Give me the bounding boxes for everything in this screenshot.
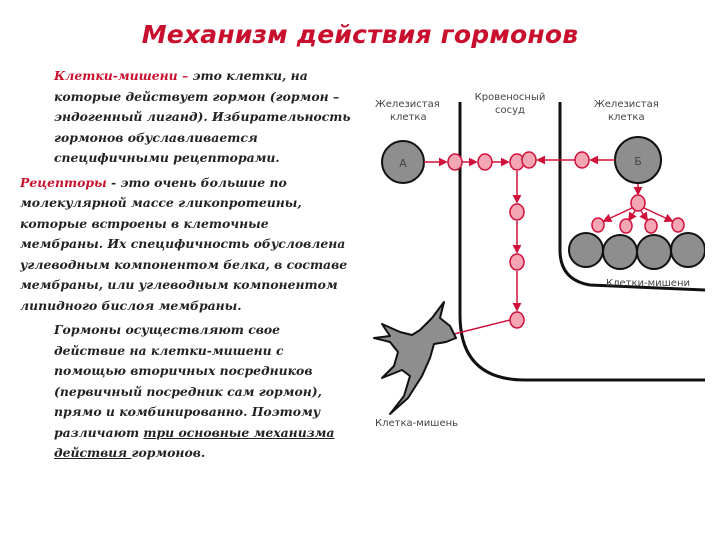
hormone-molecule [509,203,525,221]
label-target-cell-neuron: Клетка-мишень [375,418,458,429]
gland-cell-a-label: А [399,157,407,170]
hormone-action-diagram: Железистая клетка Кровеносный сосуд Желе… [373,92,705,429]
hormone-molecule [447,153,463,171]
label-vessel-2: сосуд [495,105,525,116]
hormone-molecule [619,218,633,234]
gland-cell-b-label: Б [634,155,642,168]
target-cell-4 [670,232,705,268]
mechanisms-text-end: гормонов. [131,445,206,460]
term-target-cells: Клетки-мишени – [54,68,189,83]
hormone-molecule [630,194,646,212]
hormone-molecule [591,217,605,233]
definition-target-cells: это клетки, на которые действует гормон … [54,68,351,165]
target-cell-3 [636,234,672,270]
label-gland-right-1: Железистая [594,99,659,110]
label-vessel-1: Кровеносный [475,92,546,103]
label-gland-left-2: клетка [390,112,427,123]
text-block: Клетки-мишени – это клетки, на которые д… [20,66,352,468]
hormone-molecule [574,151,590,169]
label-gland-right-2: клетка [608,112,645,123]
flow-arrow [628,210,637,222]
target-cell-2 [602,234,638,270]
hormone-molecule [521,151,537,169]
vessel-wall-right [558,102,705,292]
page-title: Механизм действия гормонов [141,20,579,49]
hormone-molecule [644,218,658,234]
paragraph-mechanisms: Гормоны осуществляют свое действие на кл… [20,320,352,464]
flow-arrow [643,207,674,223]
label-target-cells: Клетки-мишени [606,278,690,289]
label-gland-left-1: Железистая [375,99,440,110]
neuron-target-cell [373,301,457,415]
mechanisms-text-start: Гормоны осуществляют свое действие на кл… [54,322,322,440]
hormone-molecule [509,253,525,271]
flow-arrow [602,207,633,223]
paragraph-target-cells: Клетки-мишени – это клетки, на которые д… [20,66,352,169]
hormone-molecule [509,311,525,329]
hormone-molecule [671,217,685,233]
target-cell-1 [568,232,604,268]
flow-arrow [639,210,648,222]
vessel-wall-left [458,102,705,382]
hormone-molecule [477,153,493,171]
mechanisms-link[interactable]: три основные механизма действия [54,424,335,461]
term-receptors: Рецепторы [20,174,107,190]
definition-receptors: - это очень большие по молекулярной масс… [20,174,348,313]
paragraph-receptors: Рецепторы - это очень большие по молекул… [20,173,352,317]
